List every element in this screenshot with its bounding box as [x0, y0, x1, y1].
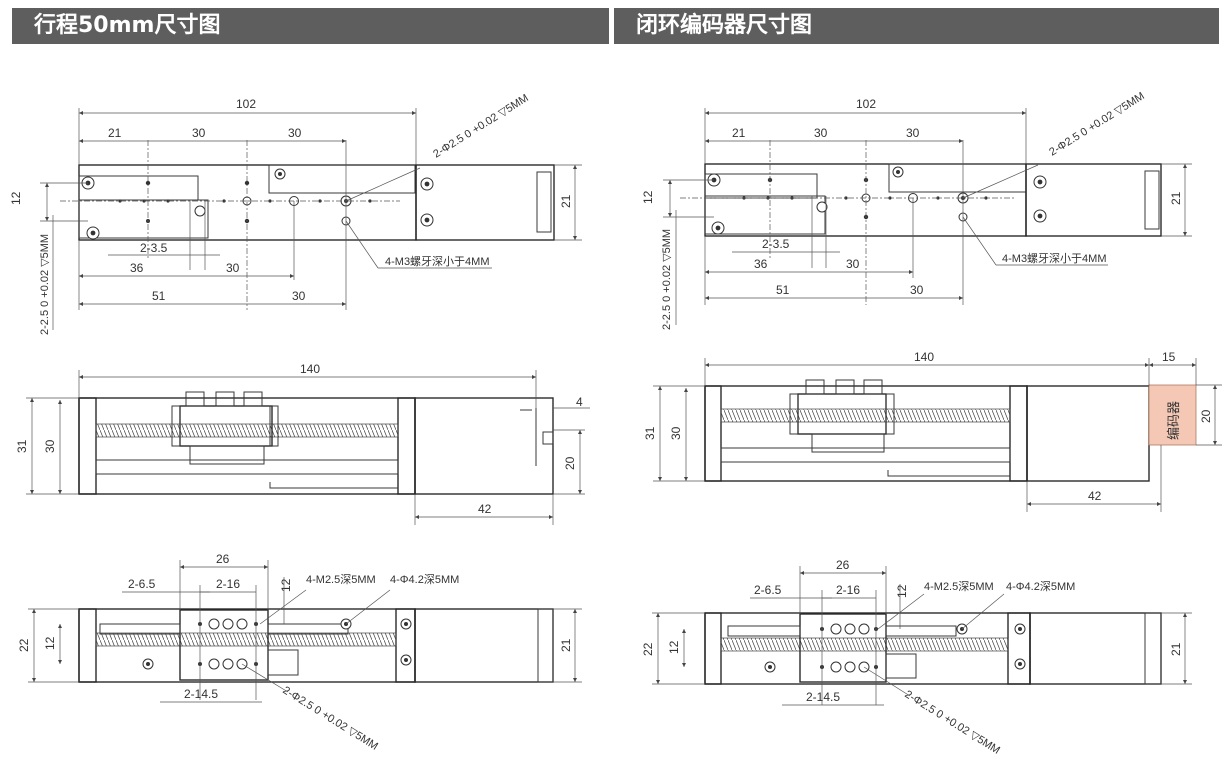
- svg-text:30: 30: [814, 126, 828, 140]
- svg-text:12: 12: [43, 636, 57, 650]
- svg-text:42: 42: [1088, 489, 1102, 503]
- svg-text:4-M2.5深5MM: 4-M2.5深5MM: [924, 580, 994, 593]
- svg-text:2-Φ2.5 0 +0.02 ▽5MM: 2-Φ2.5 0 +0.02 ▽5MM: [1047, 90, 1147, 158]
- svg-text:15: 15: [1162, 350, 1176, 364]
- svg-text:4-Φ4.2深5MM: 4-Φ4.2深5MM: [390, 573, 459, 586]
- svg-text:12: 12: [641, 190, 655, 204]
- svg-text:12: 12: [9, 191, 23, 205]
- svg-text:2-Φ2.5 0 +0.02 ▽5MM: 2-Φ2.5 0 +0.02 ▽5MM: [431, 92, 531, 160]
- encoder-label: 编码器: [1167, 401, 1182, 440]
- right-side-view: 编码器 140 15 31 30 20 42: [643, 350, 1222, 512]
- svg-text:30: 30: [669, 426, 683, 440]
- right-bottom-view: 26 2-6.5 2-16 12 4-M2.5深5MM 4-Φ4.2深5MM 2…: [641, 558, 1192, 757]
- encoder-block: [1148, 384, 1197, 446]
- svg-text:51: 51: [152, 289, 166, 303]
- svg-text:21: 21: [1169, 642, 1183, 656]
- svg-text:26: 26: [836, 558, 850, 572]
- svg-text:21: 21: [732, 126, 746, 140]
- left-bottom-view: 26 2-6.5 2-16 12 4-M2.5深5MM 4-Φ4.2深5MM 2…: [17, 552, 582, 753]
- svg-text:2-14.5: 2-14.5: [184, 687, 218, 701]
- svg-text:140: 140: [914, 350, 934, 364]
- svg-text:2-3.5: 2-3.5: [140, 241, 168, 255]
- svg-text:12: 12: [667, 640, 681, 654]
- svg-text:22: 22: [641, 642, 655, 656]
- svg-text:30: 30: [910, 283, 924, 297]
- svg-text:4: 4: [576, 395, 583, 409]
- svg-text:12: 12: [279, 578, 293, 592]
- header-right: 闭环编码器尺寸图: [614, 8, 1219, 44]
- svg-text:2-Φ2.5 0 +0.02 ▽5MM: 2-Φ2.5 0 +0.02 ▽5MM: [280, 684, 380, 752]
- svg-text:2-2.5 0 +0.02 ▽5MM: 2-2.5 0 +0.02 ▽5MM: [39, 234, 51, 335]
- svg-text:42: 42: [478, 502, 492, 516]
- right-top-view: 102 21 30 30 12 21 2-Φ2.5 0 +0.02 ▽5MM 4…: [641, 90, 1192, 330]
- dim-140: 140: [300, 362, 320, 376]
- svg-text:20: 20: [563, 456, 577, 470]
- svg-text:22: 22: [17, 638, 31, 652]
- svg-text:4-M3螺牙深小于4MM: 4-M3螺牙深小于4MM: [385, 255, 490, 268]
- svg-text:30: 30: [192, 126, 206, 140]
- svg-text:4-M3螺牙深小于4MM: 4-M3螺牙深小于4MM: [1002, 252, 1107, 265]
- svg-text:30: 30: [292, 289, 306, 303]
- svg-text:30: 30: [43, 439, 57, 453]
- left-top-motor: [415, 164, 555, 241]
- svg-text:21: 21: [1169, 191, 1183, 205]
- svg-text:36: 36: [130, 261, 144, 275]
- svg-text:2-16: 2-16: [216, 577, 240, 591]
- svg-text:30: 30: [906, 126, 920, 140]
- svg-text:12: 12: [895, 584, 909, 598]
- svg-text:4-Φ4.2深5MM: 4-Φ4.2深5MM: [1006, 580, 1075, 593]
- left-top-view: 102 21 30 30 12 21 2-Φ2.5 0 +0.02 ▽5MM 4…: [9, 92, 582, 335]
- left-side-view: 140 31 30 20 4 42: [15, 362, 590, 525]
- svg-text:26: 26: [216, 552, 230, 566]
- svg-text:20: 20: [1199, 409, 1213, 423]
- svg-text:2-2.5 0 +0.02 ▽5MM: 2-2.5 0 +0.02 ▽5MM: [661, 229, 673, 330]
- svg-text:30: 30: [226, 261, 240, 275]
- svg-text:2-16: 2-16: [836, 583, 860, 597]
- svg-text:2-Φ2.5 0 +0.02 ▽5MM: 2-Φ2.5 0 +0.02 ▽5MM: [902, 688, 1002, 756]
- svg-text:2-14.5: 2-14.5: [806, 690, 840, 704]
- svg-text:31: 31: [15, 439, 29, 453]
- svg-text:21: 21: [559, 194, 573, 208]
- svg-text:36: 36: [754, 257, 768, 271]
- svg-text:2-6.5: 2-6.5: [754, 583, 782, 597]
- header-left: 行程50mm尺寸图: [12, 8, 609, 44]
- svg-text:31: 31: [643, 426, 657, 440]
- svg-text:2-6.5: 2-6.5: [128, 577, 156, 591]
- svg-text:30: 30: [288, 126, 302, 140]
- svg-text:30: 30: [846, 257, 860, 271]
- left-side-motor: [414, 397, 554, 495]
- svg-text:51: 51: [776, 283, 790, 297]
- svg-text:21: 21: [108, 126, 122, 140]
- svg-text:102: 102: [856, 97, 876, 111]
- svg-text:21: 21: [559, 638, 573, 652]
- svg-text:2-3.5: 2-3.5: [762, 237, 790, 251]
- dim-overall: 102: [236, 97, 256, 111]
- svg-text:4-M2.5深5MM: 4-M2.5深5MM: [306, 573, 376, 586]
